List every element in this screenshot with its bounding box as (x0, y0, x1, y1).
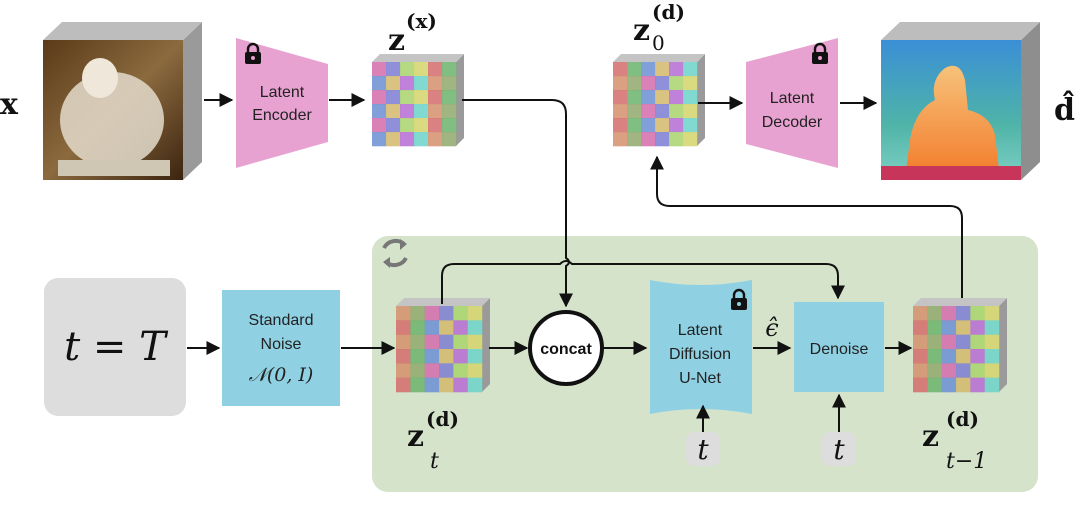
unet-line-2: Diffusion (669, 346, 731, 363)
svg-text:0: 0 (652, 31, 665, 55)
latent-cube-z0 (613, 54, 705, 147)
decoder-line-1: Latent (770, 90, 815, 107)
svg-text:concat: concat (540, 341, 592, 358)
latent-cube-zt1 (913, 298, 1007, 393)
t-input-denoise-box (822, 432, 856, 466)
unet-block: Latent Diffusion U-Net (650, 280, 752, 414)
z-t-minus-1-label: z (d) t−1 (922, 407, 987, 474)
t-input-unet-box (686, 432, 720, 466)
encoder-line-1: Latent (260, 84, 305, 101)
denoise-label: Denoise (810, 341, 869, 358)
svg-text:(x): (x) (406, 9, 437, 33)
latent-cube-zt (396, 298, 490, 393)
svg-text:z: z (388, 23, 405, 58)
noise-line-2: Noise (261, 336, 302, 353)
lock-icon (731, 288, 747, 310)
input-image-cube (43, 22, 202, 180)
z-t-label: z (d) t (407, 407, 459, 474)
concat-node: concat (528, 310, 604, 386)
timestep-init-box (44, 278, 186, 416)
lock-icon (812, 42, 828, 64)
t-input-unet: t (697, 433, 709, 466)
encoder-line-2: Encoder (252, 107, 312, 124)
svg-text:z: z (633, 13, 650, 48)
svg-text:z: z (922, 419, 939, 454)
output-d-hat-label: d̂ (1054, 91, 1075, 128)
latent-cube-zx (372, 54, 464, 147)
denoise-block (794, 302, 884, 392)
svg-text:(d): (d) (426, 407, 459, 431)
output-depth-cube (881, 22, 1040, 180)
standard-noise-block (222, 290, 340, 406)
lock-icon (245, 42, 261, 64)
epsilon-hat-label: ϵ̂ (765, 314, 778, 342)
latent-encoder-block: Latent Encoder (236, 38, 328, 168)
svg-text:z: z (407, 419, 424, 454)
t-input-denoise: t (833, 433, 845, 466)
svg-text:(d): (d) (946, 407, 979, 431)
t-equals-T: t = T (64, 324, 169, 370)
z-x-label: z (x) (388, 9, 437, 58)
unet-line-3: U-Net (679, 370, 721, 387)
noise-line-1: Standard (249, 312, 314, 329)
noise-line-3: 𝒩(0, I) (249, 364, 314, 386)
svg-text:t: t (430, 449, 439, 474)
input-x-label: x (0, 87, 19, 122)
svg-text:t−1: t−1 (946, 449, 987, 474)
latent-decoder-block: Latent Decoder (746, 38, 838, 168)
z0-d-label: z (d) 0 (633, 0, 685, 55)
refresh-icon (382, 238, 408, 268)
unet-line-1: Latent (678, 322, 723, 339)
decoder-line-2: Decoder (762, 114, 823, 131)
svg-text:(d): (d) (652, 0, 685, 24)
